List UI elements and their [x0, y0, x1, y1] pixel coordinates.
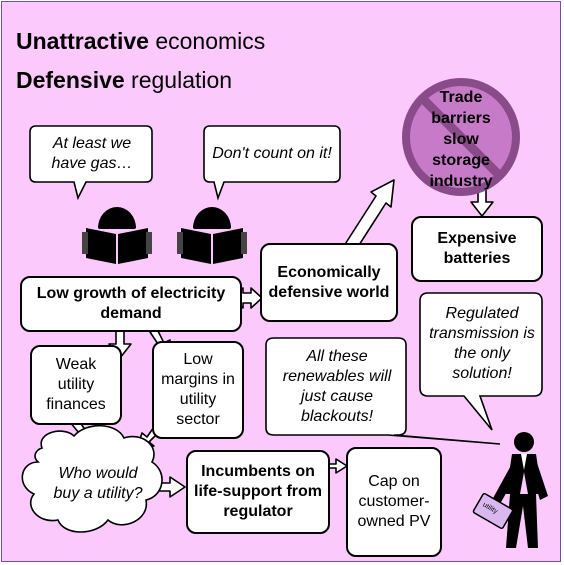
trade-barriers-text: Trade barriers slow storage industry	[429, 88, 493, 190]
box-weak-finances: Weak utility finances	[30, 345, 122, 425]
heading-line-economics: Unattractive economics	[16, 28, 266, 54]
speech-bubble-renewables	[265, 337, 501, 445]
box-cap-pv: Cap on customer-owned PV	[346, 447, 442, 557]
box-expensive-batteries: Expensive batteries	[411, 216, 543, 282]
businessman-icon	[492, 432, 548, 548]
arrow-incumbents-to-cap	[327, 458, 348, 474]
newspaper-reader-icon-2	[177, 207, 247, 264]
box-economically-defensive: Economically defensive world	[260, 243, 398, 322]
speech-bubble-count	[203, 125, 341, 201]
speech-gas-text: At least we have gas…	[51, 135, 133, 172]
speech-count-text: Don't count on it!	[212, 145, 332, 162]
thought-cloud-buy	[21, 425, 163, 533]
prohibition-sign-icon	[402, 78, 520, 196]
thought-buy-text: Who would buy a utility?	[53, 465, 143, 502]
box-incumbents: Incumbents on life-support from regulato…	[186, 450, 330, 534]
speech-bubble-gas	[29, 125, 153, 201]
speech-bubble-transmission	[419, 292, 543, 431]
speech-renewables-text: All these renewables will just cause bla…	[282, 348, 392, 425]
box-low-growth: Low growth of electricity demand	[20, 276, 242, 332]
newspaper-reader-icon	[82, 207, 152, 264]
heading-line-regulation: Defensive regulation	[16, 67, 233, 93]
speech-transmission-text: Regulated transmission is the only solut…	[429, 305, 535, 382]
briefcase-icon	[472, 492, 514, 530]
box-low-margins: Low margins in utility sector	[152, 341, 244, 439]
